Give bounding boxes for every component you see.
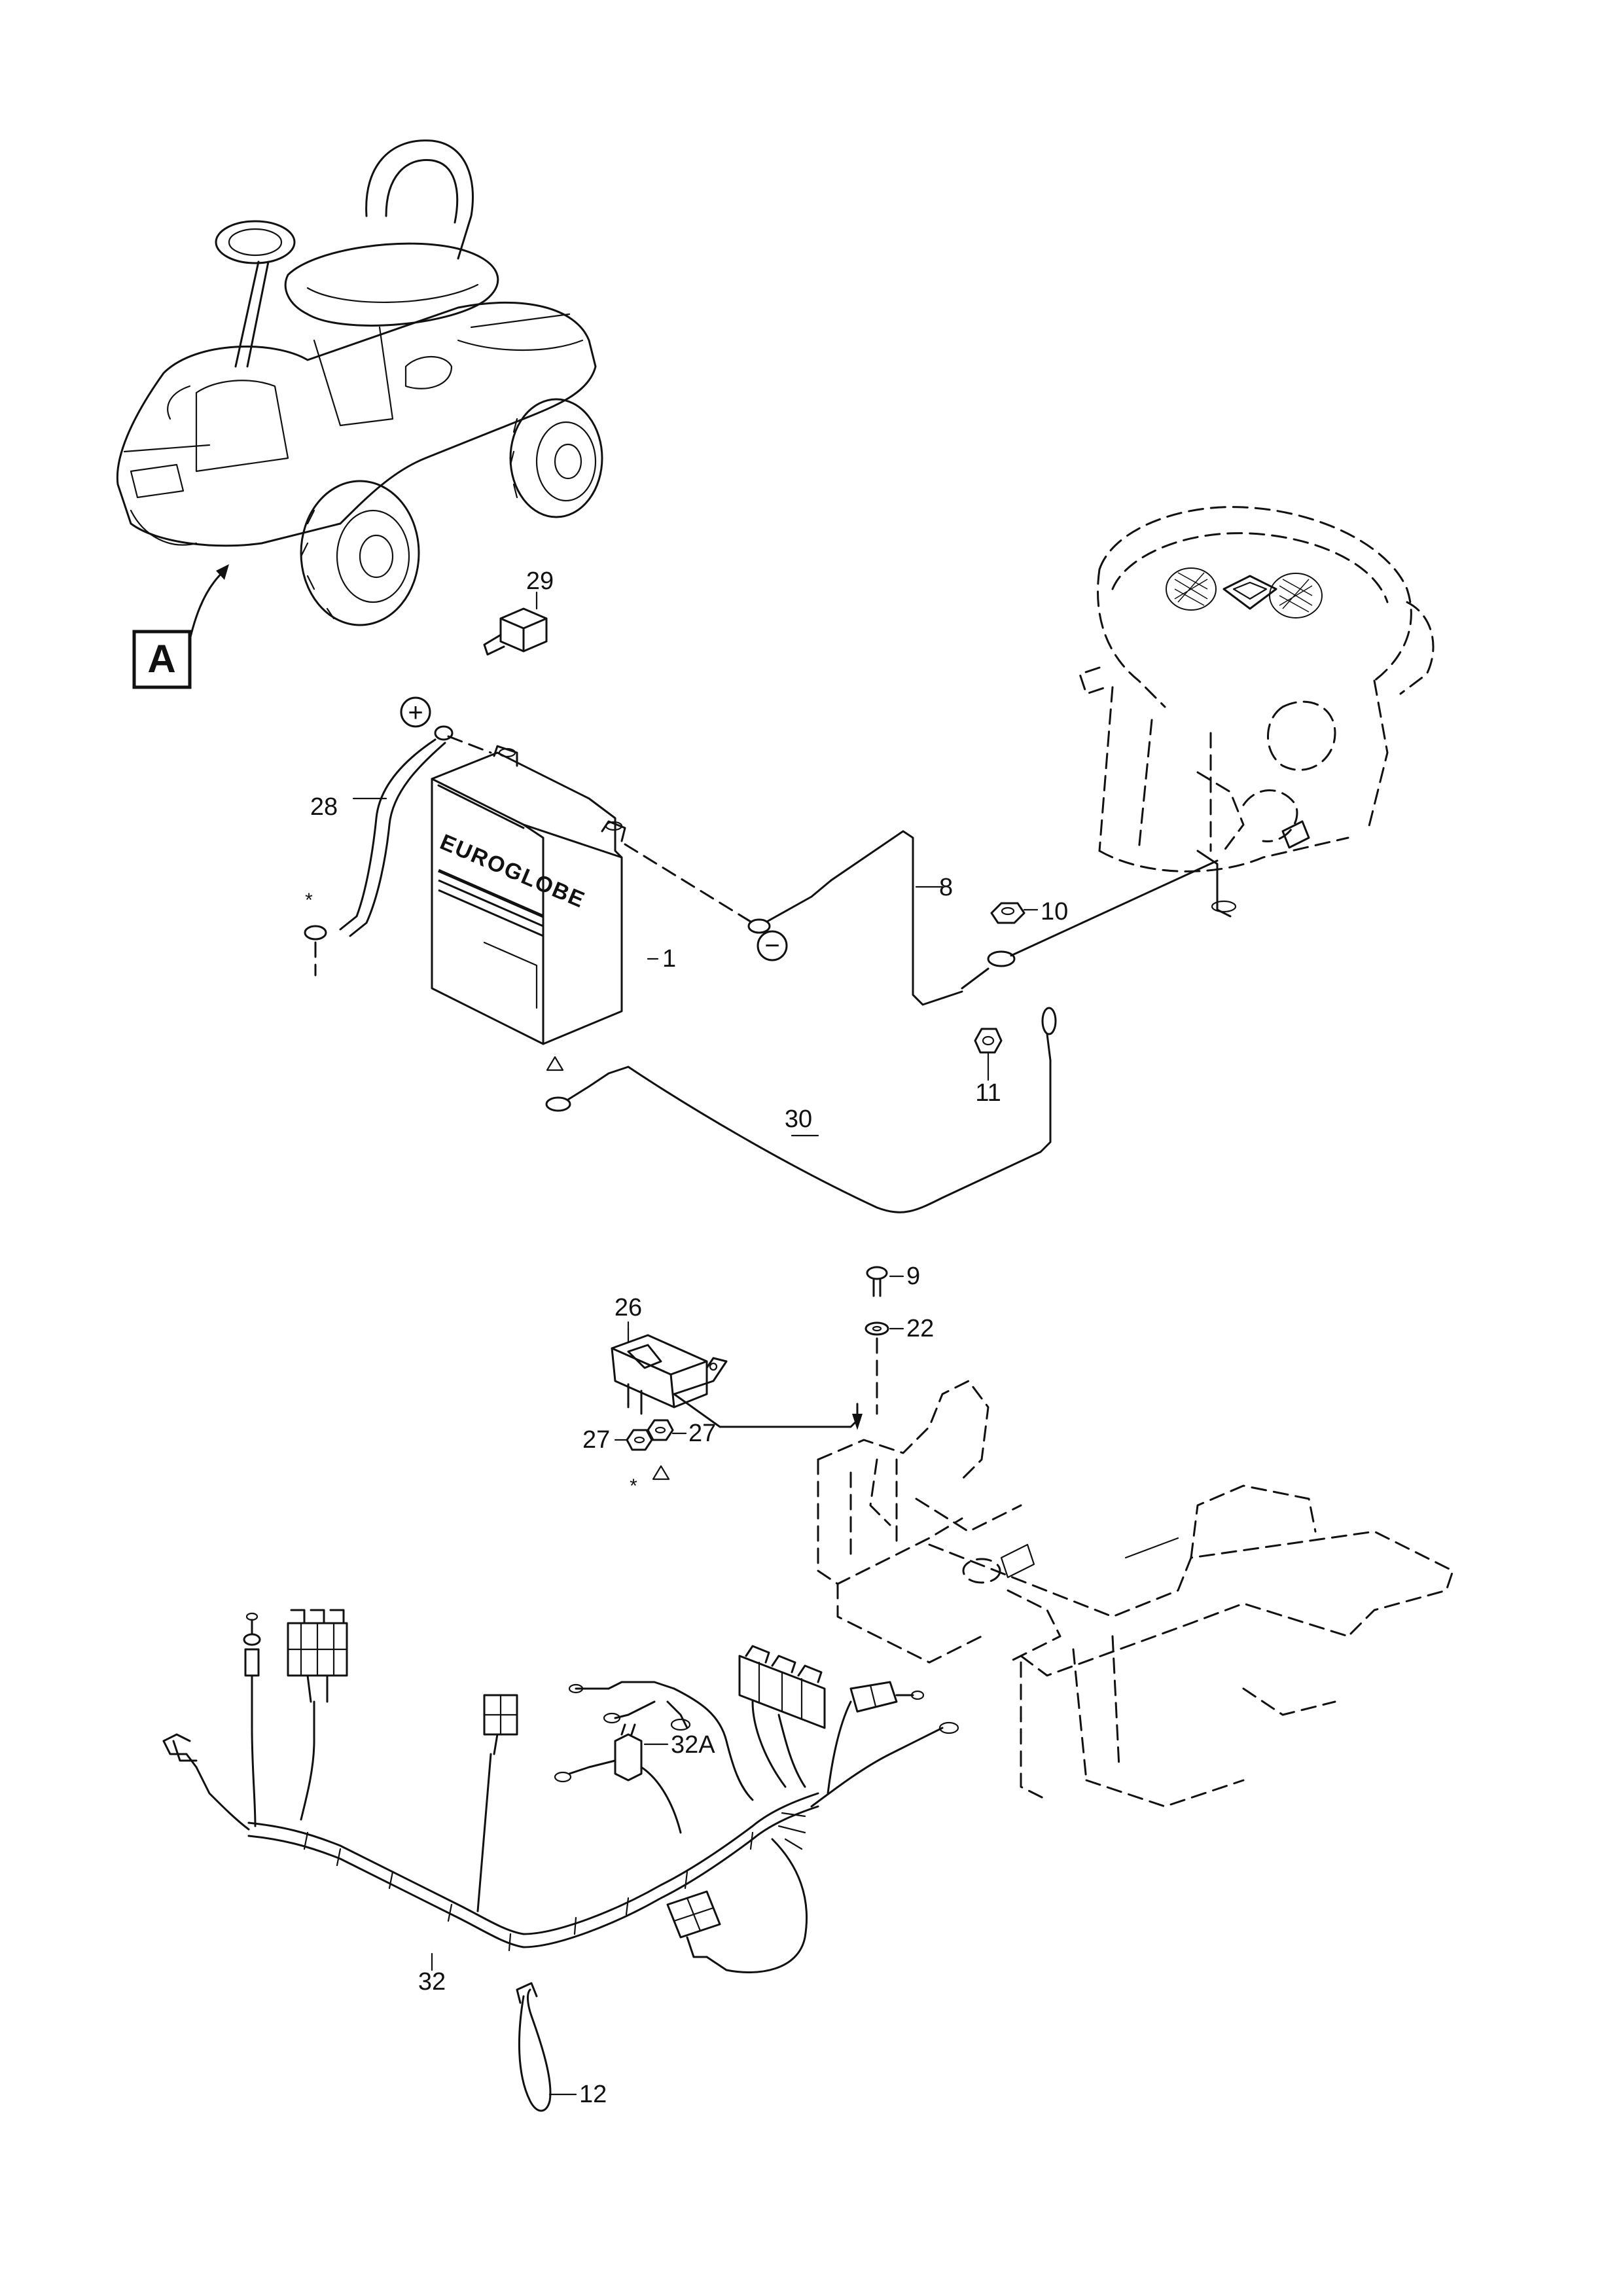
screw-part-9 (866, 1266, 904, 1297)
positive-terminal-symbol: + (400, 696, 431, 728)
callout-27-left: 27 (582, 1426, 610, 1454)
asterisk-marker-cable-28: * (305, 889, 313, 911)
negative-symbol-text: − (764, 931, 779, 960)
callout-28: 28 (310, 793, 338, 821)
cable-tie-part-12 (516, 1982, 577, 2112)
cable-part-8 (624, 830, 1219, 1006)
positive-symbol-text: + (408, 698, 423, 727)
view-label-text: A (147, 637, 175, 681)
callout-27-right: 27 (688, 1420, 716, 1447)
nut-part-27-right (647, 1419, 687, 1480)
cable-part-28 (304, 725, 492, 977)
view-label-a: A (132, 630, 192, 689)
callout-29: 29 (526, 567, 554, 595)
cable-part-30 (545, 1007, 1057, 1213)
callout-32a: 32A (671, 1731, 715, 1759)
battery-part-1: EUROGLOBE (431, 745, 626, 1045)
callout-12: 12 (579, 2081, 607, 2108)
nut-part-11 (974, 1028, 1003, 1078)
frame-illustration (817, 1380, 1454, 1808)
washer-part-22 (865, 1321, 904, 1415)
asterisk-marker-nut-27: * (630, 1475, 637, 1497)
callout-9: 9 (906, 1263, 920, 1290)
callout-11: 11 (975, 1079, 1001, 1107)
riding-mower-illustration (116, 139, 603, 656)
nut-part-27-left (614, 1429, 653, 1451)
callout-30: 30 (785, 1105, 812, 1133)
wire-harness-part-32 (162, 1609, 959, 1973)
callout-labels: 29 28 1 8 10 11 30 9 22 26 27 27 32A 32 … (305, 567, 1068, 2108)
relay-part-26 (611, 1327, 863, 1430)
engine-air-filter (1166, 567, 1323, 619)
part-29-connector (483, 591, 548, 656)
callout-22: 22 (906, 1315, 934, 1342)
callout-10: 10 (1041, 898, 1068, 925)
callout-8: 8 (939, 874, 953, 901)
callout-1: 1 (662, 945, 676, 973)
callout-32: 32 (418, 1968, 446, 1996)
engine-illustration (1079, 506, 1435, 918)
negative-terminal-symbol: − (757, 930, 788, 961)
leader-lines (431, 958, 990, 1971)
callout-26: 26 (615, 1294, 642, 1321)
battery-brand-label: EUROGLOBE (437, 829, 589, 913)
nut-part-10 (990, 902, 1039, 924)
